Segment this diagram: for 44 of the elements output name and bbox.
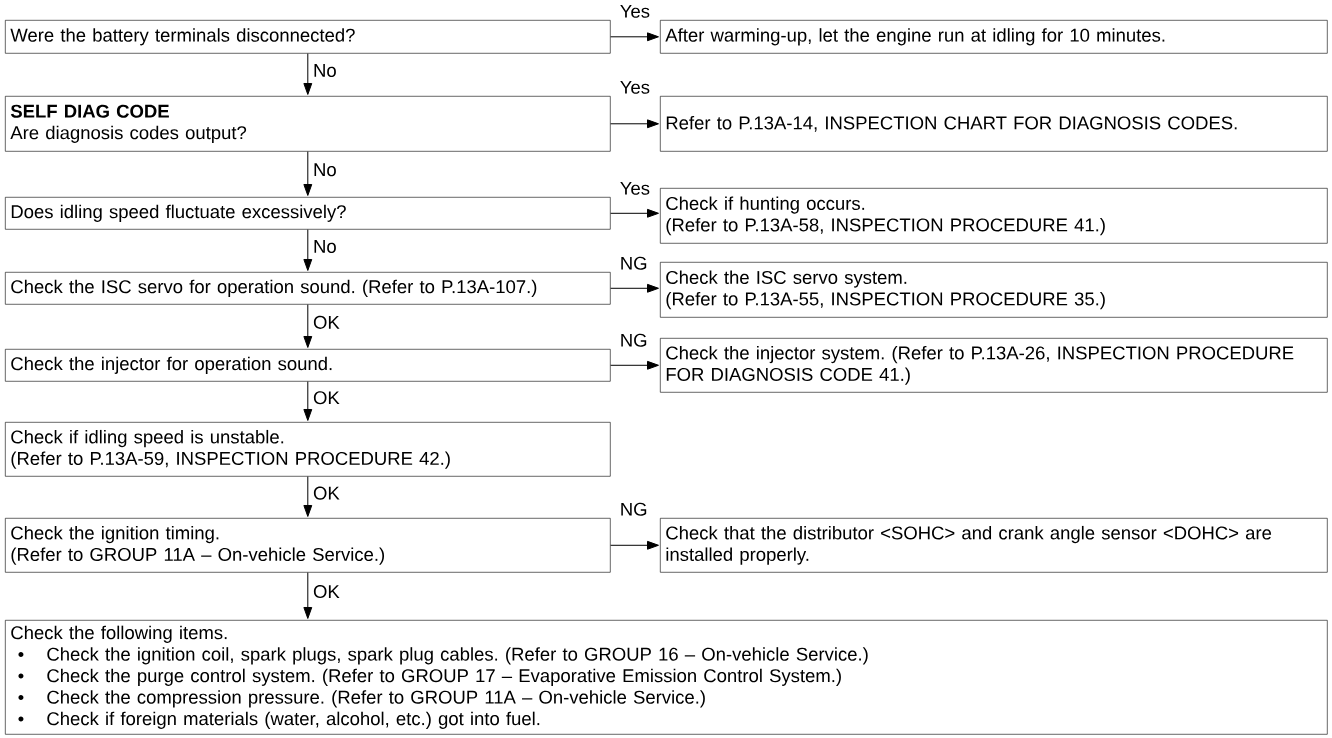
edge-label: No [314,163,336,177]
arrow [303,151,313,196]
arrow [303,476,313,517]
edge-label: NG [621,256,647,270]
edge-label: OK [313,391,340,405]
edge-label: Yes [620,80,650,94]
bullet: • [18,716,24,722]
process-box: SELF DIAG CODE Are diagnosis codes output? [5,96,611,152]
process-box: Check the following items. • Check the ignition coil, spark plugs, spark plug cables. (Refer to GROUP 16 – On-vehicle Service.) • Check the purge control system. (Refer to GROUP 17 – Evaporative Emission Control System.) • Check the compression pressure. (Refer to GROUP 11A – On-vehicle Service.) • Check if foreign materials (water, alcohol, etc.) got into fuel. [5,620,1328,735]
edge-label: OK [313,585,340,599]
arrow [610,32,659,42]
process-box: After warming-up, let the engine run at idling for 10 minutes. [660,20,1328,54]
edge-label: No [314,240,336,253]
arrow [610,283,659,293]
edge-label: No [314,64,336,77]
edge-label: NG [621,502,647,516]
process-box: Check the injector for operation sound. [5,349,611,382]
arrow [303,381,313,421]
process-box: Check if idling speed is unstable. (Refer to P.13A-59, INSPECTION PROCEDURE 42.) [5,422,611,477]
edge-label: Yes [620,4,650,18]
bullet: • [18,651,24,657]
process-box: Check that the distributor <SOHC> and crank angle sensor <DOHC> are installed properly. [660,518,1328,573]
arrow [303,53,313,95]
arrow [303,304,313,348]
process-box: Check the ISC servo system. (Refer to P.13A-55, INSPECTION PROCEDURE 35.) [660,262,1328,318]
process-box: Were the battery terminals disconnected? [5,20,611,54]
arrow [610,360,659,370]
edge-label: Yes [620,181,650,195]
arrow [303,229,313,271]
edge-label: NG [621,333,647,347]
bullet: • [18,673,24,679]
process-box: Check the injector system. (Refer to P.13A-26, INSPECTION PROCEDURE FOR DIAGNOSIS CODE 41.) [660,338,1328,393]
edge-label: OK [313,315,340,329]
process-box: Check if hunting occurs. (Refer to P.13A-58, INSPECTION PROCEDURE 41.) [660,188,1328,244]
arrow [610,119,659,129]
bullet: • [18,694,24,700]
arrow [610,540,659,550]
process-box: Refer to P.13A-14, INSPECTION CHART FOR DIAGNOSIS CODES. [660,96,1328,152]
process-box: Check the ignition timing. (Refer to GROUP 11A – On-vehicle Service.) [5,518,611,573]
edge-label: OK [313,486,340,500]
arrow [303,572,313,619]
arrow [610,208,659,218]
process-box: Check the ISC servo for operation sound. (Refer to P.13A-107.) [5,272,611,305]
process-box: Does idling speed fluctuate excessively? [5,197,611,230]
